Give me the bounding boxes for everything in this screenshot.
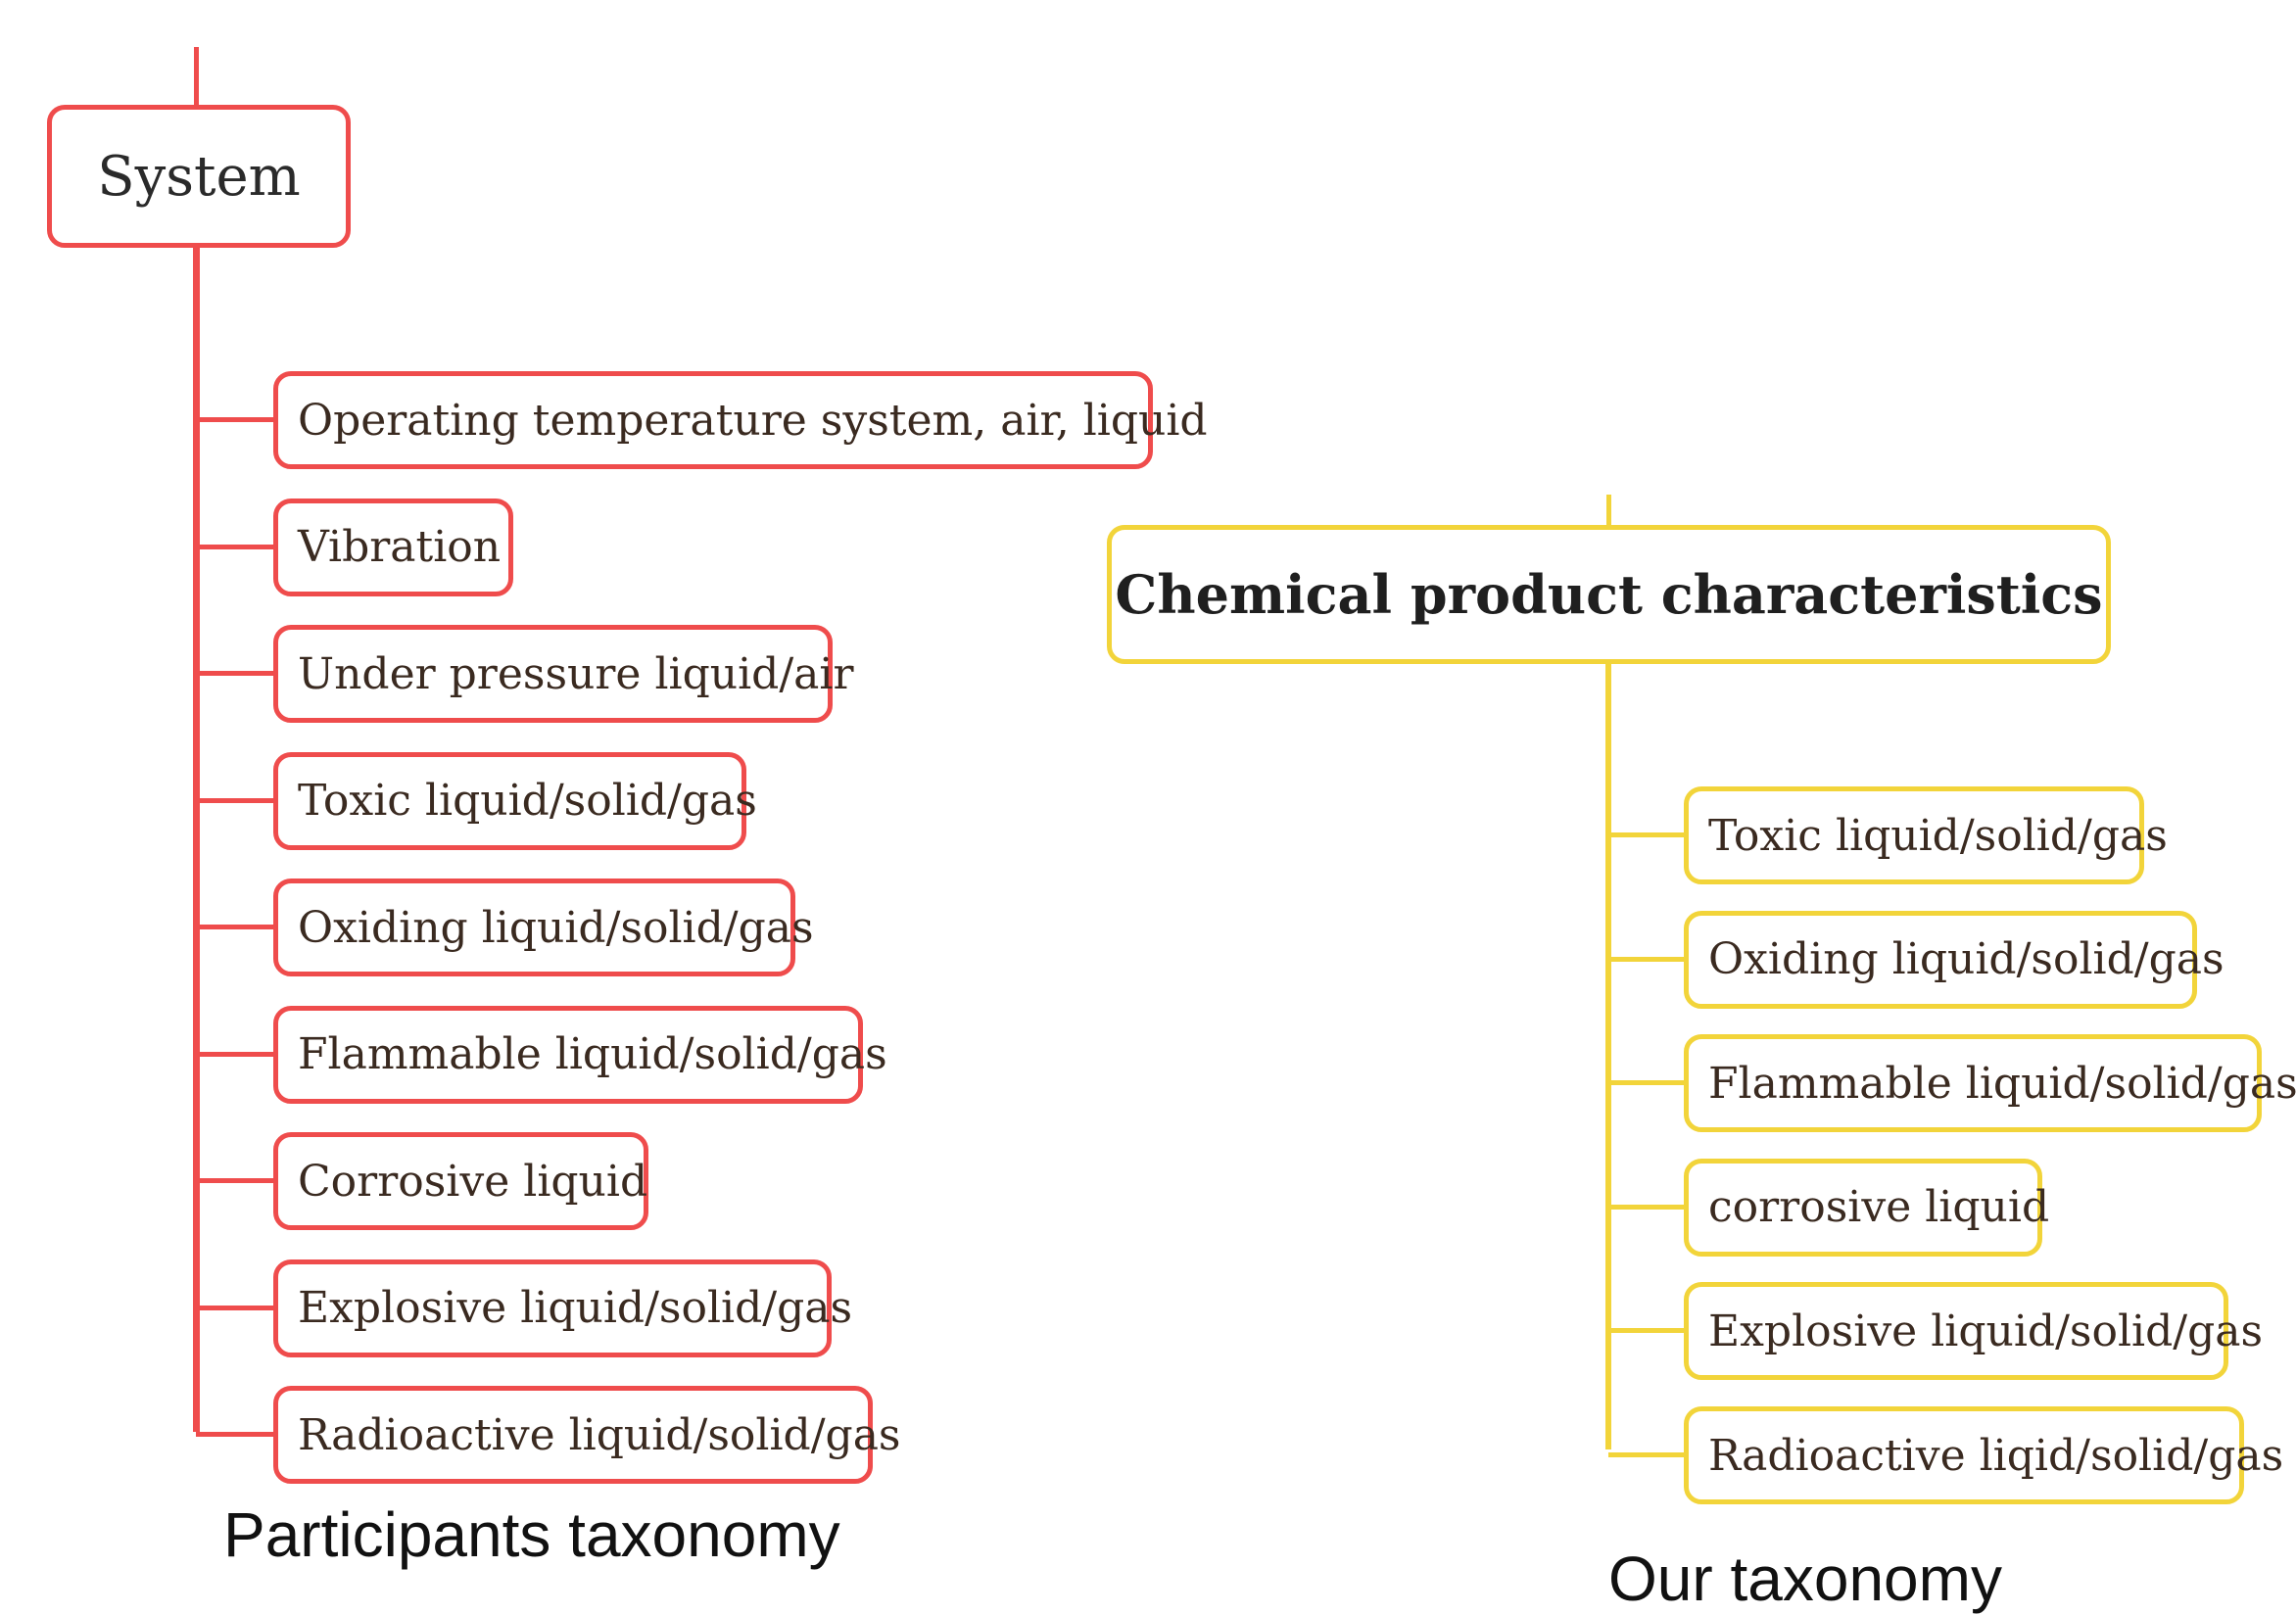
ours-child-node: Flammable liquid/solid/gas [1684,1034,2296,1133]
participants-child-label: Vibration [298,522,502,572]
ours-child-node: Toxic liquid/solid/gas [1684,786,2168,884]
participants-child-node: Oxiding liquid/solid/gas [273,879,814,976]
participants-connector [196,925,273,929]
participants-child-label: Under pressure liquid/air [298,648,854,699]
ours-child-label: Toxic liquid/solid/gas [1708,810,2168,861]
participants-connector [196,1178,273,1183]
ours-trunk [1605,661,1611,1449]
participants-connector [196,671,273,676]
ours-child-label: Oxiding liquid/solid/gas [1708,934,2224,985]
ours-child-node: Explosive liquid/solid/gas [1684,1282,2263,1381]
participants-child-node: Explosive liquid/solid/gas [273,1259,852,1357]
participants-child-node: Under pressure liquid/air [273,625,854,723]
ours-connector [1608,956,1684,962]
ours-connector [1608,832,1684,837]
participants-child-label: Flammable liquid/solid/gas [298,1029,887,1079]
participants-child-node: Vibration [273,498,513,596]
participants-top-stub [194,47,199,108]
ours-connector [1608,1328,1684,1334]
ours-connector [1608,1452,1684,1457]
participants-child-label: Toxic liquid/solid/gas [298,776,757,826]
ours-child-node: Radioactive liqid/solid/gas [1684,1406,2283,1504]
participants-child-node: Operating temperature system, air, liqui… [273,371,1208,469]
ours-child-label: corrosive liquid [1708,1182,2050,1233]
ours-root-label: Chemical product characteristics [1115,563,2103,626]
participants-root-label: System [97,144,301,209]
participants-connector [196,1051,273,1057]
participants-connector [196,544,273,549]
participants-connector [196,1305,273,1310]
ours-connector [1608,1080,1684,1086]
ours-child-node: corrosive liquid [1684,1158,2049,1257]
participants-child-node: Flammable liquid/solid/gas [273,1005,887,1104]
ours-caption: Our taxonomy [1608,1544,2002,1614]
participants-child-label: Explosive liquid/solid/gas [298,1283,853,1333]
participants-connector [196,417,273,422]
ours-child-label: Explosive liquid/solid/gas [1708,1306,2264,1356]
ours-root-node: Chemical product characteristics [1107,525,2111,664]
participants-trunk [193,245,200,1432]
participants-child-node: Radioactive liquid/solid/gas [273,1386,901,1484]
participants-child-label: Oxiding liquid/solid/gas [298,902,814,953]
participants-child-label: Radioactive liquid/solid/gas [298,1409,901,1460]
participants-child-label: Corrosive liquid [298,1156,648,1207]
participants-connector [196,1432,273,1437]
participants-connector [196,797,273,803]
ours-child-label: Flammable liquid/solid/gas [1708,1058,2296,1109]
participants-caption: Participants taxonomy [223,1499,840,1570]
participants-root-node: System [47,105,351,248]
participants-child-node: Toxic liquid/solid/gas [273,751,757,850]
ours-top-stub [1606,495,1611,530]
ours-connector [1608,1204,1684,1210]
ours-child-node: Oxiding liquid/solid/gas [1684,910,2224,1009]
participants-child-node: Corrosive liquid [273,1132,648,1230]
participants-child-label: Operating temperature system, air, liqui… [298,395,1208,446]
ours-child-label: Radioactive liqid/solid/gas [1708,1430,2284,1481]
